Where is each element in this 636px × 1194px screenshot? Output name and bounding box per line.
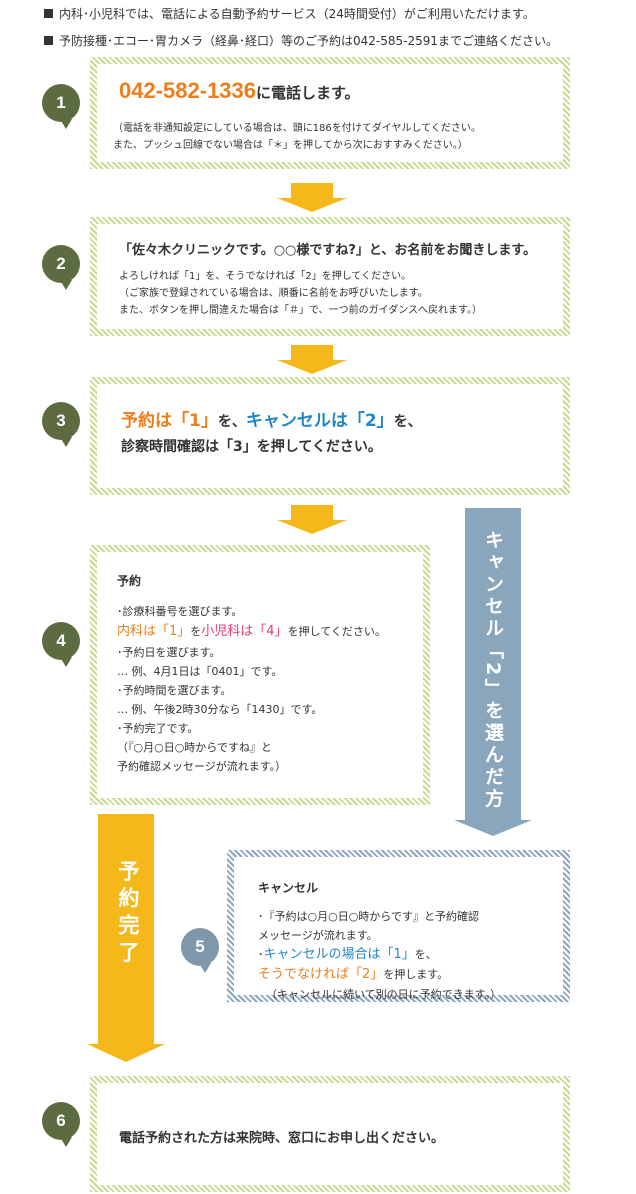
step-4-line-9: 予約確認メッセージが流れます。） xyxy=(117,760,287,773)
step-4-instruction: を押してください。 xyxy=(287,625,386,638)
cancel-flow-label: キャンセル「2」を選んだ方 xyxy=(482,530,504,811)
step-4-line-2: 内科は「1」を小児科は「4」を押してください。 xyxy=(117,621,386,643)
step-2-badge: 2 xyxy=(42,245,80,283)
cancel-confirm-option: キャンセルの場合は「1」 xyxy=(263,947,415,962)
down-arrow-1 xyxy=(277,183,347,212)
badge-tail xyxy=(60,280,72,290)
step-1-box: 042-582-1336に電話します。 （電話を非通知設定にしている場合は、頭に… xyxy=(90,57,570,169)
step-4-line-3: ･予約日を選びます。 xyxy=(117,646,221,659)
step-5-particle: を、 xyxy=(414,948,437,961)
step-3-badge: 3 xyxy=(42,402,80,440)
phone-number[interactable]: 042-582-1336 xyxy=(119,78,257,103)
pediatrics-option: 小児科は「4」 xyxy=(201,624,288,639)
step-2-line-2: （ご家族で登録されている場合は、順番に名前をお呼びいたします。 xyxy=(119,288,428,299)
step-4-line-5: ･予約時間を選びます。 xyxy=(117,684,232,697)
step-1-note-2: また、プッシュ回線でない場合は「＊」を押してから次におすすみください。） xyxy=(113,140,468,151)
square-bullet-icon xyxy=(44,36,53,45)
step-5-line-3: ･キャンセルの場合は「1」を、 xyxy=(258,945,501,965)
step-2-line-3: また、ボタンを押し間違えた場合は「＃」で、一つ前のガイダンスへ戻れます。） xyxy=(119,305,482,316)
step-4-line-1: ･診療科番号を選びます。 xyxy=(117,605,243,618)
cancel-option: キャンセルは「2」 xyxy=(245,411,394,431)
step-5-line-4: そうでなければ「2」を押します。 xyxy=(258,965,501,985)
step-5-line-1: ･『予約は○月○日○時からです』と予約確認 xyxy=(258,910,479,923)
step-2-box: 「佐々木クリニックです。○○様ですね?」と、お名前をお聞きします。 よろしければ… xyxy=(90,217,570,336)
step-4-line-8: （『○月○日○時からですね』と xyxy=(117,741,272,754)
internal-medicine-option: 内科は「1」 xyxy=(117,624,191,639)
down-arrow-3 xyxy=(277,505,347,534)
badge-tail xyxy=(60,657,72,667)
step-1-badge: 1 xyxy=(42,84,80,122)
step-5-line-2: メッセージが流れます。 xyxy=(258,929,378,942)
step-6-text: 電話予約された方は来院時、窓口にお申し出ください。 xyxy=(119,1131,445,1146)
step-5-bullet: ･ xyxy=(258,948,264,961)
square-bullet-icon xyxy=(44,9,53,18)
badge-tail xyxy=(60,1137,72,1147)
note-1: 内科･小児科では、電話による自動予約サービス（24時間受付）がご利用いただけます… xyxy=(44,5,535,22)
step-3-line-2: 診察時間確認は「3」を押してください。 xyxy=(121,439,382,455)
step-5-badge: 5 xyxy=(181,928,219,966)
complete-flow-arrow xyxy=(87,814,165,1062)
step-6-box: 電話予約された方は来院時、窓口にお申し出ください。 xyxy=(90,1076,570,1192)
step-4-particle: を xyxy=(190,625,202,638)
step-1-title-suffix: に電話します。 xyxy=(256,84,360,102)
step-1-note-1: （電話を非通知設定にしている場合は、頭に186を付けてダイヤルしてください。 xyxy=(113,123,481,134)
step-5-heading: キャンセル xyxy=(258,881,319,895)
badge-tail xyxy=(60,119,72,129)
step-3-particle-1: を、 xyxy=(217,414,246,430)
step-5-instruction: を押します。 xyxy=(383,968,449,981)
cancel-flow-arrow xyxy=(454,508,532,836)
step-4-line-7: ･予約完了です。 xyxy=(117,722,199,735)
reserve-option: 予約は「1」 xyxy=(121,411,218,431)
step-4-line-4: … 例、4月1日は「0401」です。 xyxy=(117,665,283,678)
down-arrow-2 xyxy=(277,345,347,374)
step-5-line-5: （キャンセルに続いて別の日に予約できます。） xyxy=(266,988,502,1001)
note-2: 予防接種･エコー･胃カメラ（経鼻･経口）等のご予約は042-585-2591まで… xyxy=(44,32,558,49)
step-5-box: キャンセル ･『予約は○月○日○時からです』と予約確認 メッセージが流れます。 … xyxy=(227,850,570,1002)
step-4-heading: 予約 xyxy=(117,574,142,588)
complete-flow-label: 予約完了 xyxy=(116,860,140,968)
keep-option: そうでなければ「2」 xyxy=(258,967,384,982)
step-4-line-6: … 例、午後2時30分なら「1430」です。 xyxy=(117,703,323,716)
step-2-title: 「佐々木クリニックです。○○様ですね?」と、お名前をお聞きします。 xyxy=(119,243,537,258)
step-4-badge: 4 xyxy=(42,622,80,660)
badge-tail xyxy=(199,963,211,973)
step-3-particle-2: を、 xyxy=(393,414,422,430)
step-4-box: 予約 ･診療科番号を選びます。 内科は「1」を小児科は「4」を押してください。 … xyxy=(90,545,430,805)
step-2-line-1: よろしければ「1」を、そうでなければ「2」を押してください。 xyxy=(119,271,412,282)
step-3-box: 予約は「1」を、キャンセルは「2」を、 診察時間確認は「3」を押してください。 xyxy=(90,377,570,495)
badge-tail xyxy=(60,437,72,447)
step-6-badge: 6 xyxy=(42,1102,80,1140)
